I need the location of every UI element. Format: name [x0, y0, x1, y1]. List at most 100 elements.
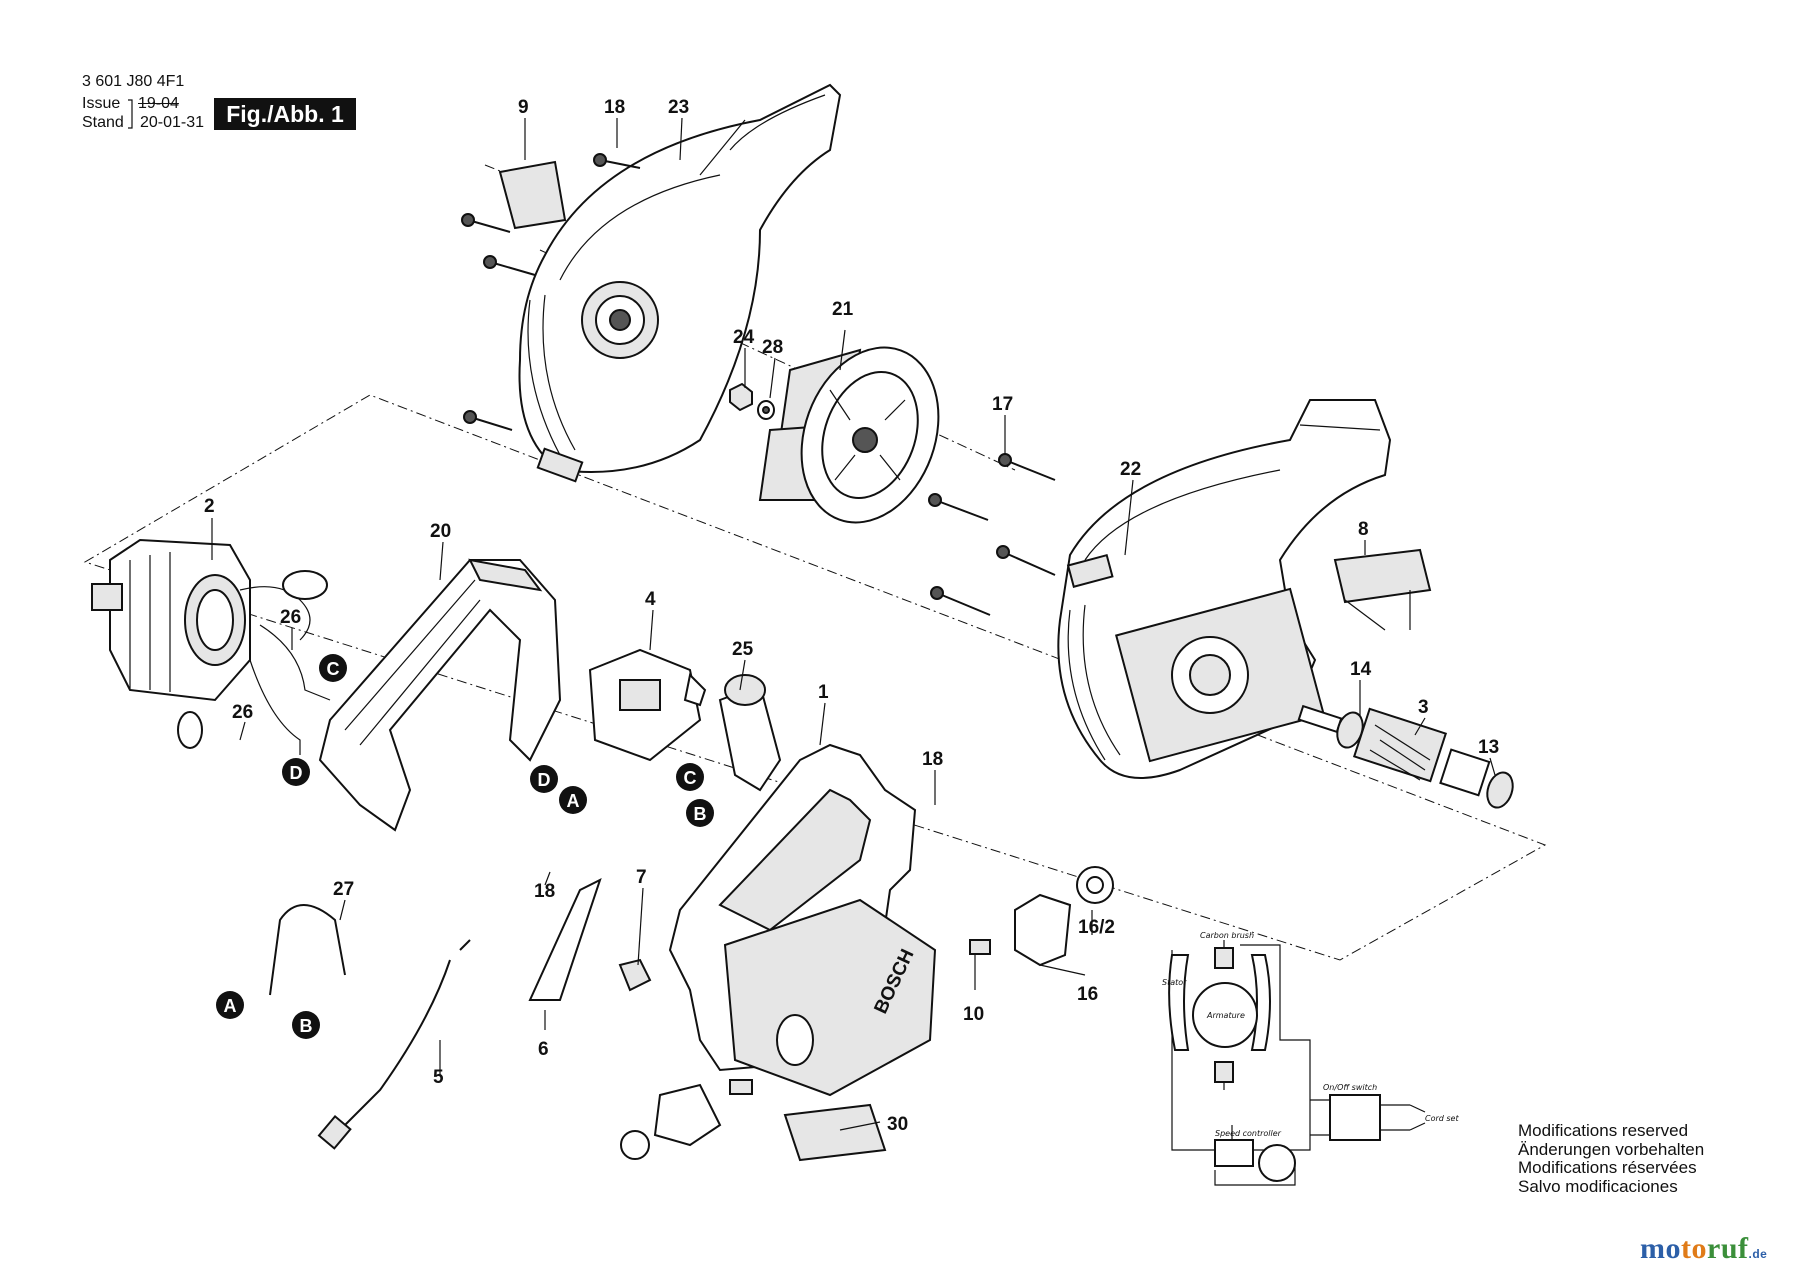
- connector-markers: C D D A C B A B: [216, 654, 714, 1039]
- armature-symbol: [1192, 982, 1258, 1048]
- housing-half-22: [1057, 399, 1392, 779]
- drawing-code: 3 601 J80 4F1: [82, 73, 185, 90]
- modifications-notice: Modifications reserved Änderungen vorbeh…: [1518, 1121, 1705, 1196]
- svg-text:D: D: [290, 763, 303, 783]
- connector-c-1: C: [319, 654, 347, 682]
- part-label-22: 22: [1120, 459, 1141, 480]
- label-plate-8: [1333, 548, 1432, 604]
- housing-half-23: [518, 83, 842, 483]
- label-cord-set: Cord set: [1425, 1114, 1459, 1123]
- site-watermark: motoruf.de: [1640, 1232, 1767, 1266]
- watermark-part-3: ruf: [1707, 1232, 1749, 1265]
- assembly-frame-lower: [83, 394, 1547, 961]
- connector-a-1: A: [559, 786, 587, 814]
- svg-text:C: C: [327, 659, 340, 679]
- label-speed-controller: Speed controller: [1215, 1129, 1282, 1138]
- part-label-10: 10: [963, 1004, 984, 1025]
- label-stator: Stator: [1162, 978, 1187, 987]
- leader-lines: [211, 117, 1496, 1131]
- part-label-1: 1: [818, 682, 829, 703]
- part-label-18c: 18: [534, 881, 555, 902]
- svg-text:A: A: [567, 791, 580, 811]
- part-label-26a: 26: [280, 607, 301, 628]
- part-labels: 9 18 23 24 28 21 17 22 8 2 20 26 26 4 25…: [204, 97, 1499, 1135]
- svg-text:A: A: [224, 996, 237, 1016]
- part-label-24: 24: [733, 327, 755, 348]
- part-label-26b: 26: [232, 702, 253, 723]
- label-plate-9: [498, 160, 567, 230]
- modifications-line: Salvo modificaciones: [1518, 1176, 1678, 1196]
- connector-d-2: D: [530, 765, 558, 793]
- wire-loop-lower: [177, 711, 203, 749]
- speed-controller-symbol: [1214, 1139, 1254, 1167]
- part-label-14: 14: [1350, 659, 1372, 680]
- svg-text:B: B: [694, 804, 707, 824]
- plug: [317, 1114, 352, 1150]
- part-label-21: 21: [832, 299, 854, 320]
- issue-value: 19-04: [138, 95, 179, 112]
- issue-label: Issue: [82, 95, 121, 112]
- wiring-schematic: Carbon brush Stator Armature On/Off swit…: [1162, 931, 1459, 1186]
- nut-24: [729, 382, 753, 412]
- modifications-line: Modifications réservées: [1518, 1158, 1697, 1177]
- part-label-6: 6: [538, 1039, 549, 1060]
- stator-right-symbol: [1250, 954, 1271, 1051]
- part-label-16-2: 16/2: [1078, 917, 1115, 938]
- svg-text:C: C: [684, 768, 697, 788]
- motor-housing-1: [668, 743, 937, 1097]
- part-label-5: 5: [433, 1067, 444, 1088]
- part-label-2: 2: [204, 496, 215, 517]
- bearing-13: [1486, 771, 1514, 809]
- watermark-part-1: mo: [1640, 1232, 1681, 1265]
- part-label-27: 27: [333, 879, 354, 900]
- watermark-tld: .de: [1748, 1247, 1768, 1261]
- part-label-18b: 18: [922, 749, 943, 770]
- connector-b-1: B: [686, 799, 714, 827]
- part-label-4: 4: [645, 589, 656, 610]
- part-label-9: 9: [518, 97, 529, 118]
- cord-sleeve-6: [528, 878, 602, 1001]
- handle-half-20: [318, 558, 562, 832]
- part-label-13: 13: [1478, 737, 1499, 758]
- header-bracket: [128, 99, 133, 129]
- stator-left-symbol: [1168, 954, 1190, 1051]
- part-label-28: 28: [762, 337, 783, 358]
- watermark-part-2: to: [1681, 1232, 1707, 1265]
- figure-label: Fig./Abb. 1: [214, 98, 356, 130]
- connector-a-2: A: [216, 991, 244, 1019]
- part-label-7: 7: [636, 867, 647, 888]
- carbon-brush-10: [969, 939, 991, 955]
- cord-clamp-7: [618, 958, 652, 992]
- part-label-3: 3: [1418, 697, 1429, 718]
- screws-upper: [461, 153, 641, 431]
- cap-lower: [620, 1130, 650, 1160]
- connector-d-1: D: [282, 758, 310, 786]
- label-armature: Armature: [1206, 1011, 1245, 1020]
- stand-label: Stand: [82, 114, 124, 131]
- switch-4: [588, 648, 707, 762]
- wire-26-lower: [249, 659, 301, 755]
- power-cord-5: [339, 939, 471, 1131]
- part-label-25: 25: [732, 639, 754, 660]
- modifications-line: Änderungen vorbehalten: [1518, 1139, 1705, 1159]
- connector-c-2: C: [676, 763, 704, 791]
- jumper-wire-27: [269, 904, 346, 996]
- part-label-30: 30: [887, 1114, 908, 1135]
- long-screws-17: [928, 453, 1056, 616]
- fan-21: [758, 346, 940, 524]
- brush-holder-lower: [653, 1083, 722, 1147]
- part-label-8: 8: [1358, 519, 1369, 540]
- connector-b-2: B: [292, 1011, 320, 1039]
- wire-26-upper: [259, 624, 331, 701]
- modifications-line: Modifications reserved: [1518, 1121, 1689, 1140]
- part-label-23: 23: [668, 97, 689, 118]
- part-label-17: 17: [992, 394, 1013, 415]
- stand-value: 20-01-31: [140, 114, 205, 131]
- label-onoff-switch: On/Off switch: [1323, 1083, 1377, 1092]
- wire-loop-upper: [282, 570, 328, 600]
- part-label-18a: 18: [604, 97, 625, 118]
- label-plate-30: [783, 1103, 887, 1162]
- speed-controller-25: [718, 674, 782, 792]
- switch-symbol: [1329, 1094, 1381, 1141]
